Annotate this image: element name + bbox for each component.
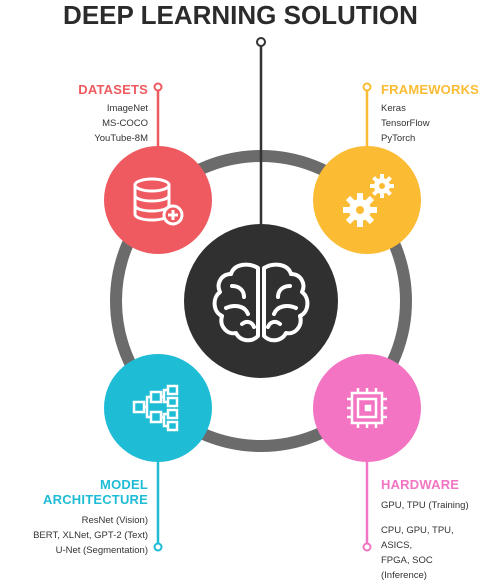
gears-icon bbox=[343, 174, 394, 227]
datasets-item-1: ImageNet bbox=[106, 103, 148, 114]
frameworks-heading: FRAMEWORKS bbox=[381, 82, 480, 97]
database-add-icon bbox=[133, 177, 184, 226]
brain-icon bbox=[212, 262, 310, 343]
center-hub bbox=[184, 224, 338, 378]
top-connector-dot bbox=[256, 37, 266, 47]
diagram-title: DEEP LEARNING SOLUTION bbox=[63, 0, 418, 30]
hardware-heading: HARDWARE bbox=[381, 477, 460, 492]
model-architecture-node bbox=[104, 354, 212, 462]
hierarchy-icon bbox=[132, 384, 179, 432]
model-architecture-item-1: ResNet (Vision) bbox=[81, 515, 148, 526]
model-architecture-item-3: U-Net (Segmentation) bbox=[55, 545, 148, 556]
diagram-canvas bbox=[104, 37, 421, 552]
frameworks-connector-dot bbox=[362, 82, 372, 92]
hardware-item-2: CPU, GPU, TPU, ASICS, bbox=[381, 525, 454, 551]
hardware-connector-dot bbox=[362, 542, 372, 552]
hardware-item-1: GPU, TPU (Training) bbox=[381, 500, 469, 511]
model-architecture-heading: MODEL ARCHITECTURE bbox=[43, 477, 148, 507]
model-architecture-item-2: BERT, XLNet, GPT-2 (Text) bbox=[33, 530, 148, 541]
frameworks-item-1: Keras bbox=[381, 103, 406, 114]
datasets-item-3: YouTube-8M bbox=[94, 133, 148, 144]
frameworks-item-2: TensorFlow bbox=[381, 118, 430, 129]
hardware-item-3: FPGA, SOC (Inference) bbox=[381, 555, 433, 581]
chip-icon bbox=[347, 388, 387, 428]
model-architecture-connector-dot bbox=[153, 542, 163, 552]
datasets-heading: DATASETS bbox=[78, 82, 148, 97]
frameworks-item-3: PyTorch bbox=[381, 133, 416, 144]
datasets-connector-dot bbox=[153, 82, 163, 92]
datasets-item-2: MS-COCO bbox=[102, 118, 148, 129]
